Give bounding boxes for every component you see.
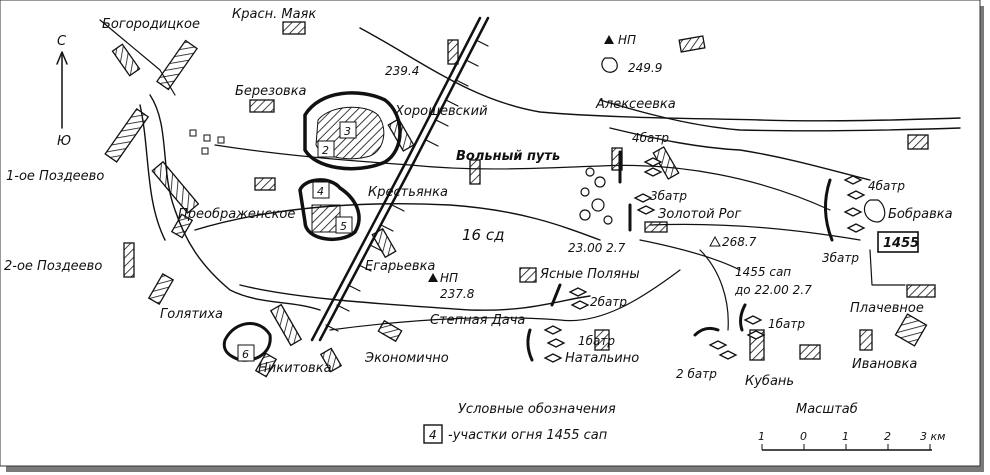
legend-key-box: [423, 424, 443, 444]
place-volny-put: Вольный путь: [456, 149, 560, 164]
settlements: [104, 21, 936, 378]
place-krasn-mayak: Красн. Маяк: [232, 7, 316, 22]
unit-bat2-b: 2 батр: [676, 367, 717, 381]
scale-tick: 2: [884, 430, 891, 443]
legend-title: Условные обозначения: [458, 402, 616, 417]
regiment-box: 1455: [877, 231, 919, 253]
place-berezovka: Березовка: [235, 84, 307, 99]
place-1-pozdeevo: 1-ое Поздеево: [6, 169, 104, 184]
place-natalino: Натальино: [565, 351, 639, 366]
place-bogoroditskoe: Богородицкое: [102, 17, 200, 32]
place-nikitovka: Никитовка: [258, 361, 332, 376]
scale-tick: 1: [842, 430, 849, 443]
compass-north: С: [57, 34, 67, 49]
legend-key: 4: [429, 428, 437, 442]
zone-number: 6: [242, 348, 249, 361]
zone-number: 2: [322, 144, 329, 157]
zone-number: 4: [317, 185, 324, 198]
place-names: Богородицкое Красн. Маяк Березовка Хорош…: [4, 7, 953, 389]
scale-tick: 3 км: [920, 430, 945, 443]
place-kuban: Кубань: [745, 374, 794, 389]
legend: Условные обозначения 4 -участки огня 145…: [423, 402, 616, 444]
unit-bat4-b: 4батр: [868, 179, 905, 193]
legend-text: -участки огня 1455 сап: [448, 428, 608, 443]
scale-title: Масштаб: [796, 402, 858, 417]
op-label-south: НП: [440, 271, 458, 285]
scale-tick: 1: [758, 430, 765, 443]
regiment-box-label: 1455: [883, 236, 919, 251]
compass: С Ю: [56, 34, 71, 149]
zone-number: 3: [344, 125, 351, 138]
place-bobravka: Бобравка: [888, 207, 953, 222]
height-237: 237.8: [440, 287, 475, 301]
place-zolotoy-rog: Золотой Рог: [658, 207, 741, 222]
place-ivanovka: Ивановка: [852, 357, 917, 372]
time-note-2b: до 22.00 2.7: [734, 283, 812, 297]
scale-tick: 0: [800, 430, 807, 443]
unit-bat3-b: 3батр: [822, 251, 859, 265]
time-note-1: 23.00 2.7: [568, 241, 626, 255]
railway: [310, 16, 490, 342]
time-note-2a: 1455 сап: [735, 265, 791, 279]
place-krestyanka: Крестьянка: [368, 185, 448, 200]
unit-division: 16 сд: [462, 226, 504, 244]
unit-bat4-a: 4батр: [632, 131, 669, 145]
height-239: 239.4: [385, 64, 419, 78]
unit-bat3-a: 3батр: [650, 189, 687, 203]
fire-zone-outline: [298, 178, 361, 241]
battery-markers: [526, 150, 866, 363]
unit-bat1-a: 1батр: [578, 334, 615, 348]
op-label-north: НП: [618, 33, 636, 47]
place-alekseevka: Алексеевка: [595, 97, 676, 112]
scale-bar: Масштаб 1 0 1 2 3 км: [758, 402, 945, 451]
height-249: 249.9: [628, 61, 662, 75]
place-egaryevka: Егарьевка: [365, 259, 435, 274]
place-ekonomichno: Экономично: [364, 351, 449, 366]
gullies: [579, 57, 886, 225]
unit-bat1-b: 1батр: [768, 317, 805, 331]
small-buildings: [189, 129, 225, 155]
unit-labels: 16 сд 4батр 3батр 4батр 3батр 2батр 1бат…: [462, 131, 905, 381]
place-stepnaya-dacha: Степная Дача: [430, 313, 525, 328]
fire-zone-numbers: 2 4 5 6 3: [237, 121, 357, 362]
compass-south: Ю: [57, 134, 71, 149]
height-marks: 239.4 249.9 237.8 268.7: [385, 61, 757, 301]
place-2-pozdeevo: 2-ое Поздеево: [4, 259, 102, 274]
place-preobrazhenskoe: Преображенское: [178, 207, 295, 222]
height-268: 268.7: [722, 235, 757, 249]
place-khoroshevsky: Хорошевский: [394, 104, 488, 119]
place-yasnye-polyany: Ясные Поляны: [539, 267, 640, 282]
zone-number: 5: [340, 220, 347, 233]
place-plachevnoe: Плачевное: [850, 301, 924, 316]
fire-zone-outline: [222, 322, 272, 362]
place-golyatikha: Голятиха: [160, 307, 223, 322]
unit-bat2-a: 2батр: [590, 295, 627, 309]
time-notes: 23.00 2.7 1455 сап до 22.00 2.7: [568, 241, 812, 297]
rivers: [139, 27, 961, 311]
observation-posts: НП НП: [428, 33, 721, 285]
